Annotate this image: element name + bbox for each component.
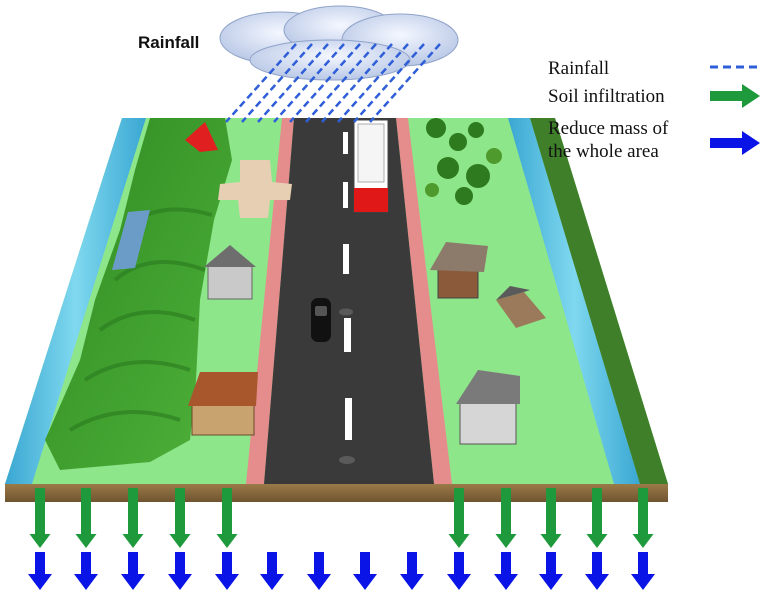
road-center-dashes: [343, 132, 352, 440]
mass-arrow: [353, 552, 377, 590]
infiltration-arrow: [169, 488, 191, 548]
rain-streak: [321, 43, 393, 123]
legend-infiltration-arrow: [710, 84, 760, 108]
legend-mass-arrow: [710, 131, 760, 155]
rain-streak: [257, 43, 329, 123]
legend-mass-label-line2: the whole area: [548, 141, 659, 162]
legend-infiltration-label: Soil infiltration: [548, 86, 665, 107]
rain-streak: [337, 43, 409, 123]
house-right-top: [430, 242, 488, 299]
rain-streak: [225, 43, 297, 123]
legend-rainfall-label: Rainfall: [548, 58, 610, 79]
infiltration-arrow: [586, 488, 608, 548]
rain-streak: [241, 43, 313, 123]
plaza: [218, 160, 292, 218]
rain-streak: [289, 43, 361, 123]
landslide-patch: [185, 122, 218, 152]
reduce-mass-arrows: [28, 552, 655, 590]
house-left: [204, 245, 256, 300]
rain-streak: [305, 43, 377, 123]
mass-arrow: [447, 552, 471, 590]
soil-infiltration-arrows: [29, 488, 654, 548]
house-right-bottom: [456, 370, 520, 445]
mass-arrow: [494, 552, 518, 590]
mass-arrow: [400, 552, 424, 590]
mass-arrow: [260, 552, 284, 590]
left-sidewalk: [246, 118, 294, 484]
shed-right: [496, 286, 546, 328]
rainfall-title: Rainfall: [138, 33, 200, 52]
hill-ridges: [68, 207, 213, 432]
infiltration-arrow: [495, 488, 517, 548]
shed-left: [188, 372, 258, 436]
rain-streak: [273, 43, 345, 123]
road: [264, 118, 434, 484]
mass-arrow: [631, 552, 655, 590]
small-pond: [112, 210, 150, 270]
rainfall-lines: [225, 43, 441, 123]
trees: [425, 118, 502, 205]
mass-arrow: [307, 552, 331, 590]
right-river: [508, 118, 640, 484]
mass-arrow: [168, 552, 192, 590]
infiltration-arrow: [75, 488, 97, 548]
rain-cloud: [219, 5, 459, 81]
rain-streak: [353, 43, 425, 123]
mass-arrow: [28, 552, 52, 590]
car: [311, 298, 331, 342]
mass-arrow: [539, 552, 563, 590]
mass-arrow: [121, 552, 145, 590]
mass-arrow: [585, 552, 609, 590]
green-hill: [45, 118, 232, 470]
infiltration-arrow: [632, 488, 654, 548]
infiltration-arrow: [540, 488, 562, 548]
left-river: [5, 118, 146, 484]
mass-arrow: [74, 552, 98, 590]
rain-streak: [369, 43, 441, 123]
infiltration-arrow: [29, 488, 51, 548]
mass-arrow: [215, 552, 239, 590]
right-sidewalk: [396, 118, 452, 484]
manholes: [339, 308, 355, 464]
infiltration-arrow: [448, 488, 470, 548]
bus: [353, 119, 389, 213]
right-hedge: [530, 118, 668, 484]
soil-layer: [5, 484, 668, 502]
legend-mass-label-line1: Reduce mass of: [548, 118, 669, 139]
infiltration-arrow: [122, 488, 144, 548]
infiltration-arrow: [216, 488, 238, 548]
